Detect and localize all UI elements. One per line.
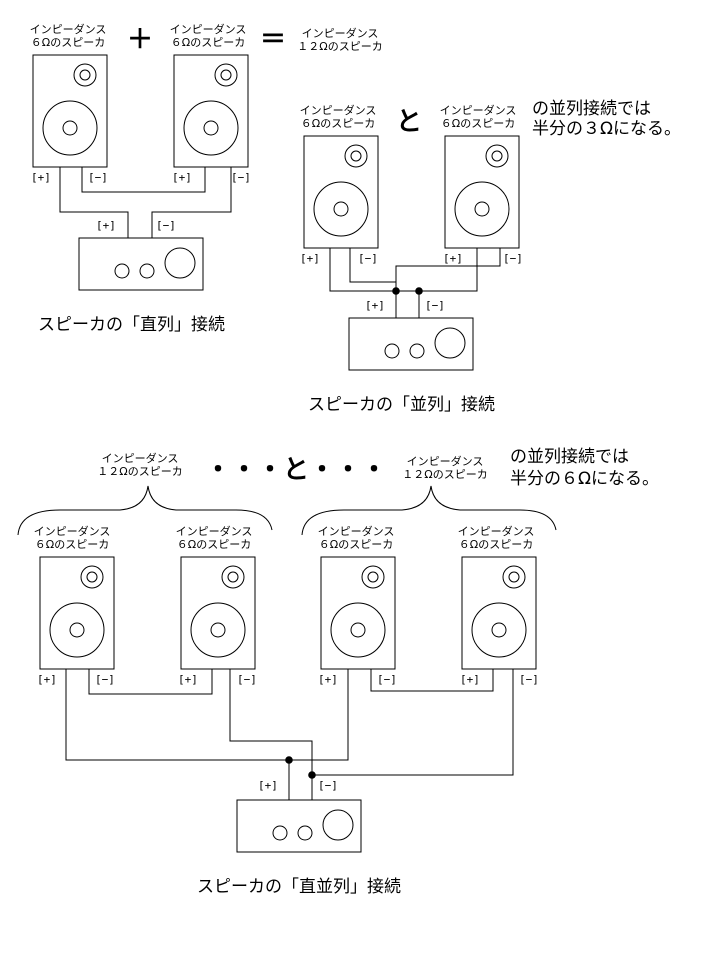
plus-terminal-label: [+] [258,779,278,792]
impedance-value: ６Ωのスピーカ [177,538,251,551]
plus-terminal-label: [+] [460,673,480,686]
series-parallel-caption: スピーカの「直並列」接続 [197,877,401,897]
series-parallel-diagram: インピーダンス １２Ωのスピーカ ・・・と・・・ インピーダンス １２Ωのスピー… [17,447,659,897]
impedance-value: ６Ωのスピーカ [441,117,515,130]
minus-terminal-label: [−] [519,673,539,686]
plus-terminal-label: [+] [178,673,198,686]
minus-terminal-label: [−] [237,673,257,686]
plus-terminal-label: [+] [172,171,192,184]
impedance-value: ６Ωのスピーカ [35,538,109,551]
series-caption: スピーカの「直列」接続 [38,315,225,335]
speaker [32,54,108,168]
speaker [180,556,256,670]
plus-terminal-label: [+] [31,171,51,184]
impedance-value: ６Ωのスピーカ [301,117,375,130]
speaker [173,54,249,168]
impedance-value: ６Ωのスピーカ [459,538,533,551]
impedance-label: インピーダンス [34,524,111,538]
grouping-brace [17,485,557,536]
wires [329,248,501,318]
speaker [444,135,520,249]
impedance-value: ６Ωのスピーカ [171,36,245,49]
impedance-label: インピーダンス [440,103,517,117]
minus-terminal-label: [−] [156,219,176,232]
amplifier [236,799,362,853]
and-label: と [396,107,422,137]
impedance-value: １２Ωのスピーカ [97,465,182,478]
plus-terminal-label: [+] [365,299,385,312]
impedance-value: １２Ωのスピーカ [402,468,487,481]
speaker [39,556,115,670]
parallel-note-line2: 半分の３Ωになる。 [532,119,681,139]
minus-terminal-label: [−] [318,779,338,792]
impedance-value: ６Ωのスピーカ [31,36,105,49]
plus-operator: ＋ [127,25,153,55]
impedance-value: ６Ωのスピーカ [319,538,393,551]
equals-operator: ＝ [260,25,286,55]
impedance-label: インピーダンス [102,451,179,465]
speaker [320,556,396,670]
minus-terminal-label: [−] [503,252,523,265]
amplifier [78,237,204,291]
impedance-label: インピーダンス [30,22,107,36]
minus-terminal-label: [−] [358,252,378,265]
minus-terminal-label: [−] [88,171,108,184]
speaker [303,135,379,249]
wires [65,669,514,800]
plus-terminal-label: [+] [300,252,320,265]
impedance-label: インピーダンス [302,26,379,40]
series-parallel-note-line2: 半分の６Ωになる。 [510,469,659,489]
minus-terminal-label: [−] [95,673,115,686]
plus-terminal-label: [+] [37,673,57,686]
wires [59,167,232,238]
plus-terminal-label: [+] [318,673,338,686]
series-diagram: インピーダンス ６Ωのスピーカ ＋ インピーダンス ６Ωのスピーカ ＝ インピー… [30,22,383,335]
impedance-label: インピーダンス [318,524,395,538]
parallel-diagram: インピーダンス ６Ωのスピーカ と インピーダンス ６Ωのスピーカ の並列接続で… [300,99,681,415]
series-parallel-note-line1: の並列接続では [510,447,629,467]
minus-terminal-label: [−] [425,299,445,312]
minus-terminal-label: [−] [377,673,397,686]
impedance-label: インピーダンス [300,103,377,117]
minus-terminal-label: [−] [231,171,251,184]
plus-terminal-label: [+] [96,219,116,232]
speaker [461,556,537,670]
amplifier [348,317,474,371]
plus-terminal-label: [+] [443,252,463,265]
impedance-label: インピーダンス [458,524,535,538]
parallel-caption: スピーカの「並列」接続 [308,395,495,415]
impedance-label: インピーダンス [407,454,484,468]
impedance-label: インピーダンス [176,524,253,538]
impedance-label: インピーダンス [170,22,247,36]
impedance-value: １２Ωのスピーカ [297,40,382,53]
parallel-note-line1: の並列接続では [532,99,651,119]
dots-and-label: ・・・と・・・ [205,455,387,485]
